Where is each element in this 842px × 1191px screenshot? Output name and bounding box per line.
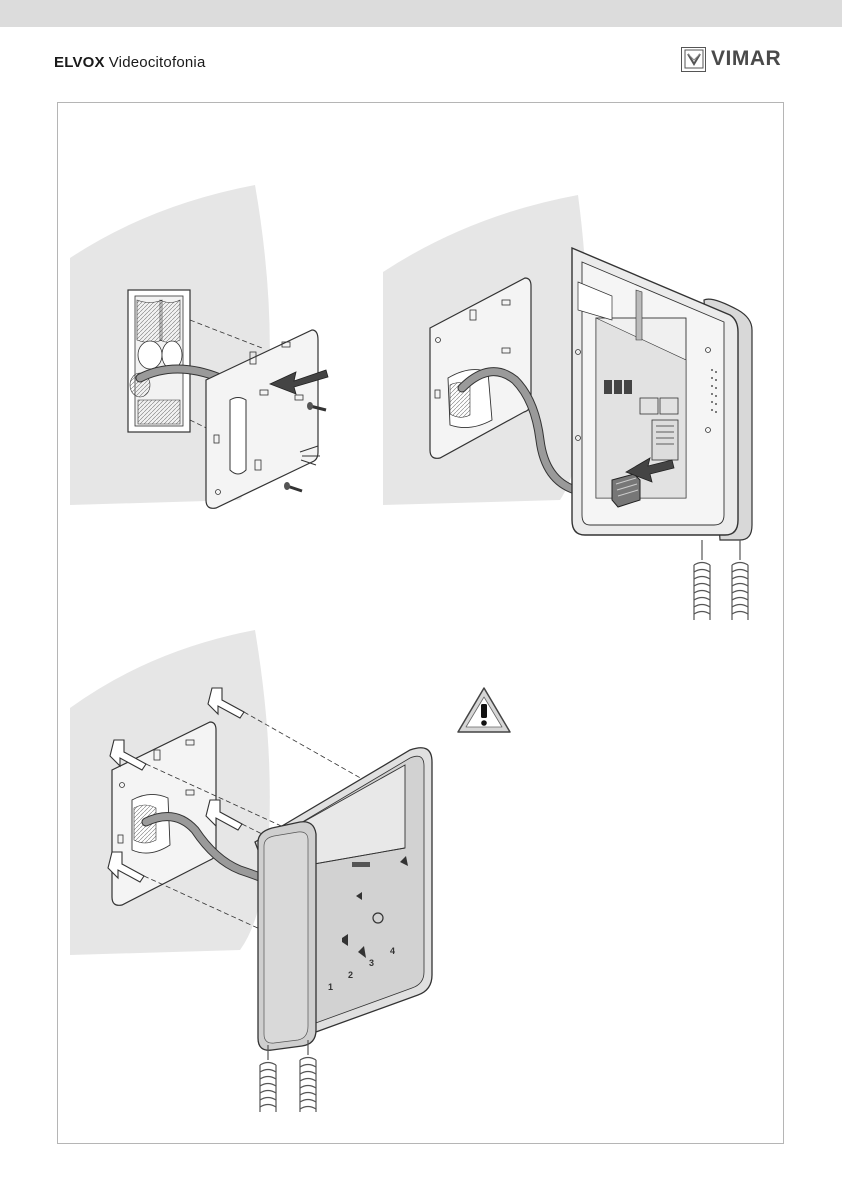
- warning-icon: [458, 688, 510, 732]
- step3-hang-monitor: 1 2 3 4: [70, 630, 432, 1112]
- step2-connect-terminal: [383, 195, 752, 620]
- device-label-3: 3: [369, 958, 374, 968]
- monitor-back: [572, 248, 752, 540]
- handset-cords-step2: [694, 540, 748, 620]
- device-label-2: 2: [348, 970, 353, 980]
- device-label-4: 4: [390, 946, 395, 956]
- device-label-1: 1: [328, 982, 333, 992]
- flush-box: [128, 290, 190, 432]
- monitor-front: 1 2 3 4: [255, 748, 432, 1051]
- handset-cords-step3: [260, 1040, 316, 1112]
- step1-wall-mount-plate: [70, 185, 328, 508]
- screw-2: [284, 482, 302, 491]
